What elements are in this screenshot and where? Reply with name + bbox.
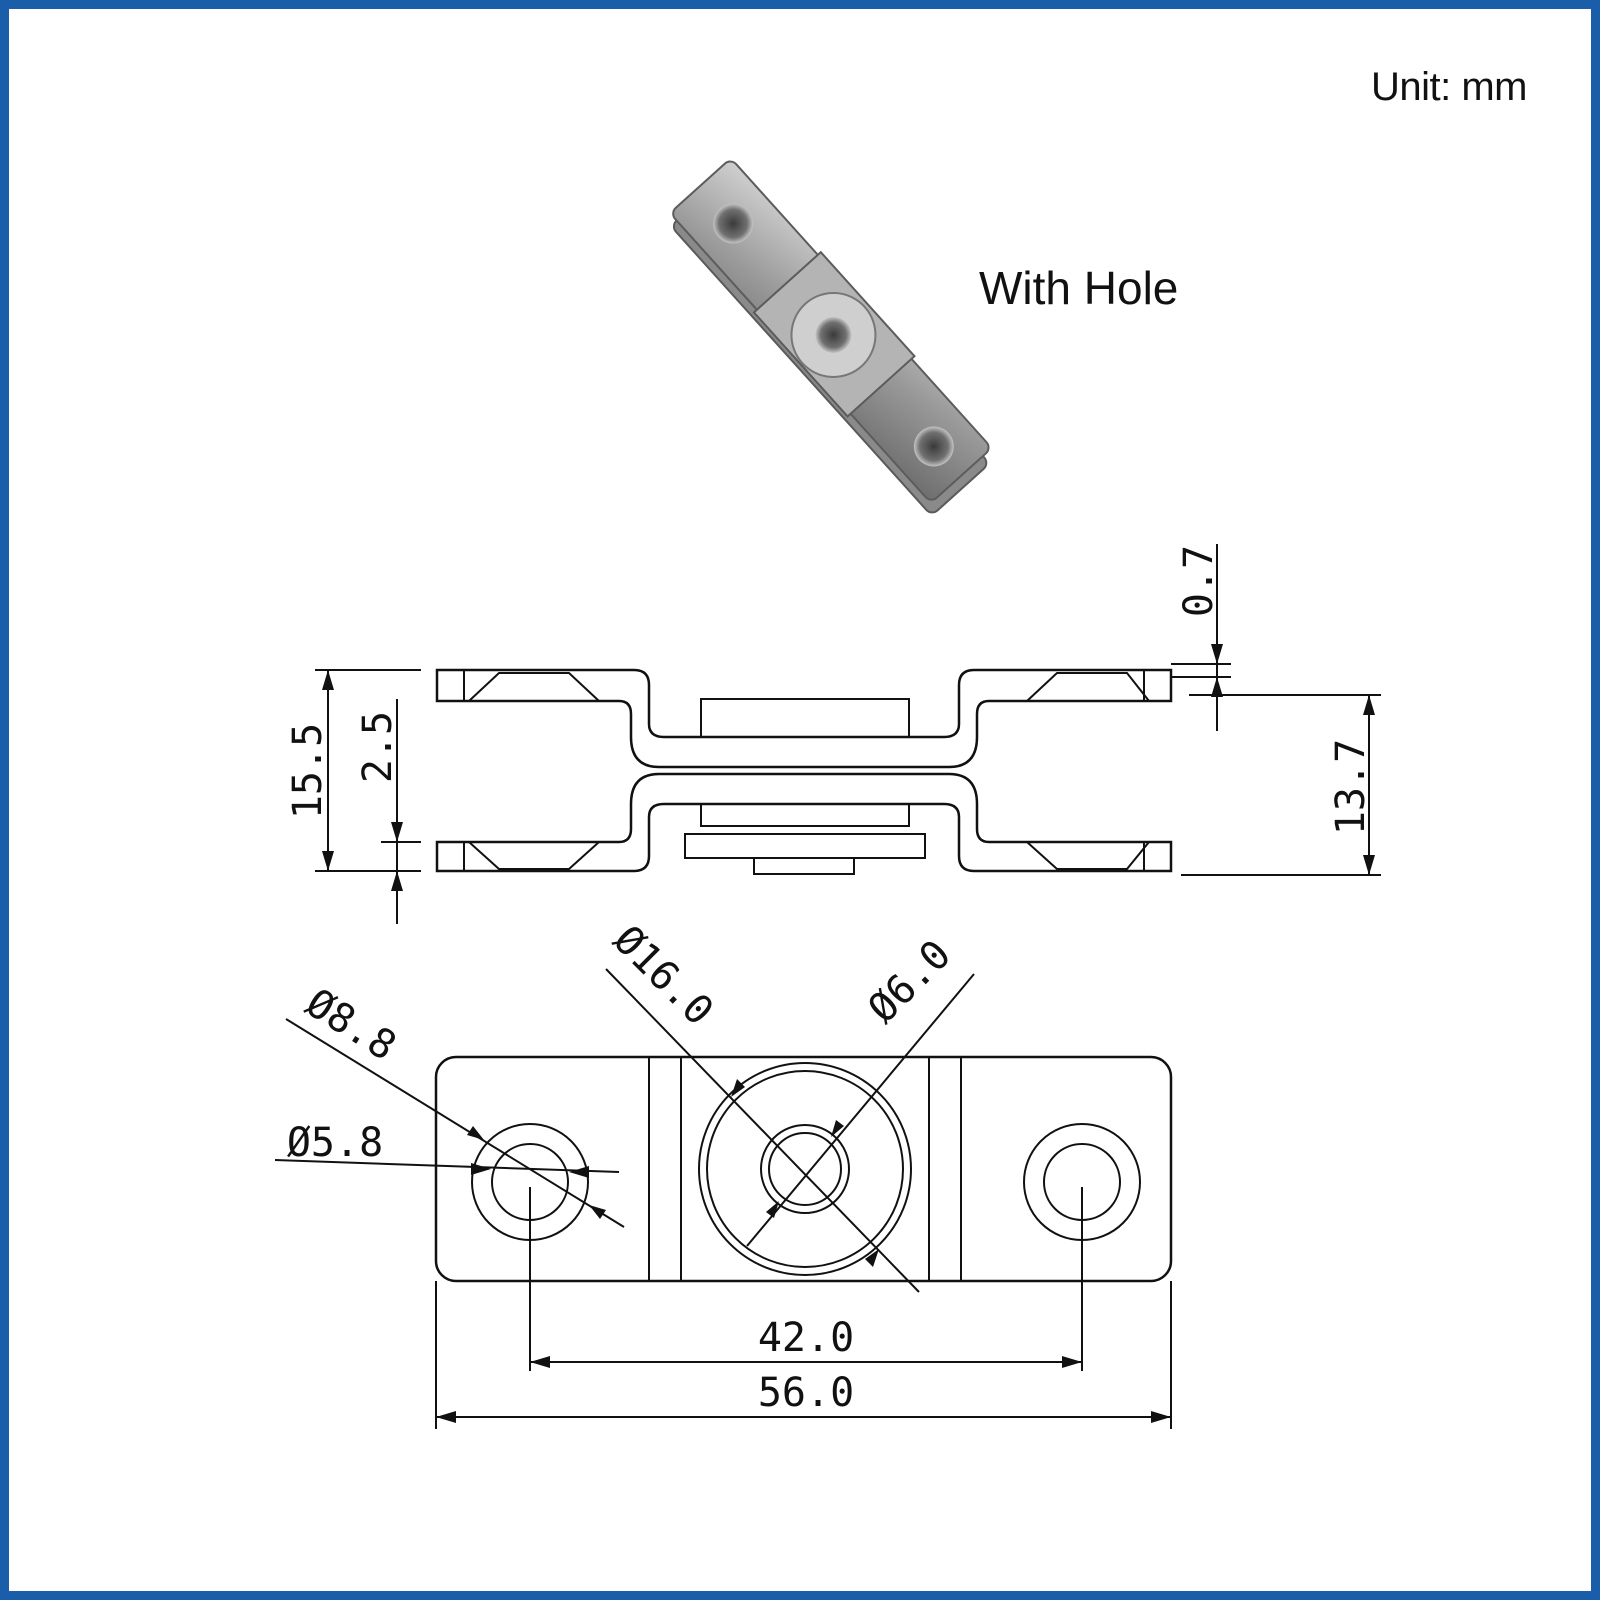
dim-counterbore-diameter: Ø8.8: [298, 980, 404, 1070]
end-hole-photo-1: [713, 203, 754, 244]
end-hole-photo-2: [913, 426, 954, 467]
dim-overall-length: 56.0: [758, 1370, 854, 1416]
technical-drawing: 15.5 2.5 0.7 13.7: [274, 160, 1381, 1429]
side-view: [435, 668, 1173, 875]
dim-hole-spacing: 42.0: [758, 1315, 854, 1361]
dim-gap: 2.5: [355, 711, 401, 783]
side-dimensions: 15.5 2.5 0.7 13.7: [285, 544, 1381, 924]
dim-small-diameter: Ø6.0: [859, 931, 960, 1032]
photo-caption: With Hole: [979, 262, 1179, 314]
plan-dimensions: Ø16.0 Ø6.0 Ø8.8 Ø5.8 42.0: [274, 917, 1172, 1429]
unit-label: Unit: mm: [1371, 65, 1528, 109]
product-photo: [672, 160, 990, 514]
center-hole-photo: [815, 316, 852, 353]
dim-top-thickness: 0.7: [1176, 545, 1222, 617]
dim-hole-diameter: Ø5.8: [287, 1120, 383, 1166]
dim-large-diameter: Ø16.0: [604, 917, 722, 1035]
dim-total-height: 15.5: [285, 723, 331, 819]
dim-inner-height: 13.7: [1328, 739, 1374, 835]
